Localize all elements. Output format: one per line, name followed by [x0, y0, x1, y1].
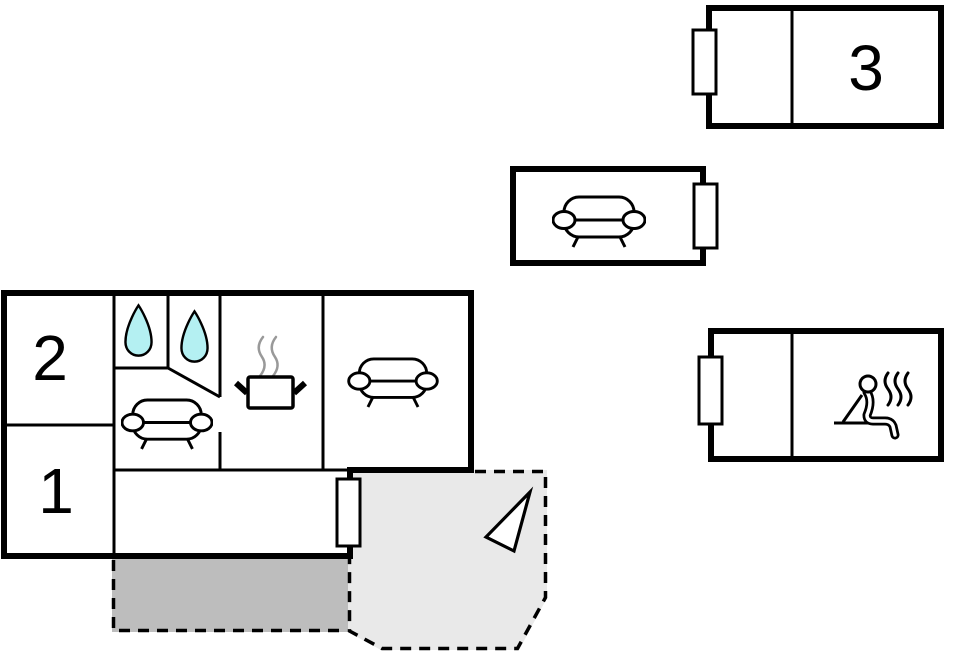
- bedroom-3-outer-walls: [706, 5, 944, 129]
- bedroom-3-label: 3: [848, 32, 884, 104]
- north-arrow-icon: [483, 486, 534, 554]
- steam-line: [257, 335, 266, 378]
- main-house: 2 1: [1, 290, 474, 559]
- person-head: [858, 374, 878, 394]
- cooking-pot-icon: [233, 335, 308, 410]
- main-house-outer-walls: [1, 290, 474, 559]
- open-terrace-area: [348, 470, 547, 650]
- annex-sauna: [697, 328, 944, 462]
- heat-wave: [893, 371, 903, 407]
- heat-wave: [903, 371, 913, 407]
- sauna-outer-walls: [708, 328, 944, 462]
- pot-body: [246, 375, 295, 410]
- bedroom-2-label: 2: [32, 322, 68, 394]
- annex-bedroom-3: 3: [691, 5, 944, 129]
- pot-handle-left: [233, 380, 250, 396]
- window: [692, 182, 719, 250]
- window: [691, 28, 718, 96]
- annex-lounge: [510, 166, 719, 266]
- covered-terrace-dashed-border: [111, 560, 346, 633]
- person-body-inner: [865, 390, 897, 437]
- person-arm: [841, 394, 864, 423]
- window: [335, 477, 362, 548]
- steam-line: [270, 335, 279, 378]
- open-terrace: [347, 469, 548, 651]
- heat-wave: [883, 371, 893, 407]
- bedroom-1-label: 1: [38, 455, 74, 527]
- covered-terrace: [111, 558, 348, 633]
- wall-kitchen-diagonal: [167, 366, 221, 399]
- window: [697, 355, 724, 426]
- sauna-person-icon: [834, 371, 913, 440]
- covered-terrace-area: [112, 558, 348, 632]
- pot-handle-right: [291, 380, 308, 396]
- open-terrace-dashed-border: [347, 469, 548, 651]
